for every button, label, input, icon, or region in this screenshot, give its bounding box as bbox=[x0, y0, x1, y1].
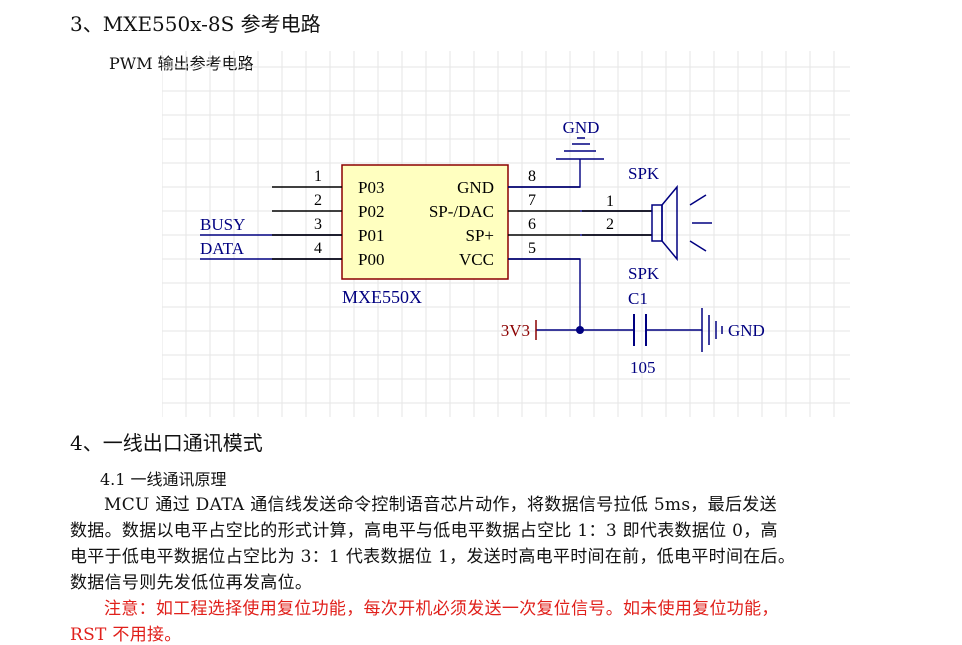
net-label-data: DATA bbox=[200, 239, 245, 258]
pin-label: P01 bbox=[358, 226, 384, 245]
capacitor-name: C1 bbox=[628, 289, 648, 308]
gnd-top-label: GND bbox=[563, 118, 600, 137]
speaker-bottom-label: SPK bbox=[628, 264, 660, 283]
gnd-top-symbol: GND bbox=[508, 118, 604, 188]
note-line-2: RST 不用接。 bbox=[70, 625, 182, 645]
left-pin-1: 1 P03 bbox=[272, 168, 384, 197]
chip-name: MXE550X bbox=[342, 287, 422, 307]
pin-number: 6 bbox=[528, 216, 536, 233]
section-4-title: 4、一线出口通讯模式 bbox=[70, 431, 263, 455]
left-pin-4: 4 P00 DATA bbox=[200, 239, 384, 269]
pin-number: 2 bbox=[314, 192, 322, 209]
gnd-right-label: GND bbox=[728, 321, 765, 340]
section-4-subtitle: 4.1 一线通讯原理 bbox=[100, 470, 227, 489]
pin-number: 3 bbox=[314, 216, 322, 233]
pin-label: P00 bbox=[358, 250, 384, 269]
paragraph-line-2: 数据。数据以电平占空比的形式计算，高电平与低电平数据占空比 1：3 即代表数据位… bbox=[70, 521, 778, 541]
paragraph-line-4: 数据信号则先发低位再发高位。 bbox=[70, 573, 313, 593]
pin-number: 4 bbox=[314, 240, 322, 257]
pwm-reference-schematic: MXE550X 1 P03 2 P02 3 P01 BUSY 4 P00 DAT… bbox=[162, 51, 850, 417]
pin-label: P02 bbox=[358, 202, 384, 221]
right-pin-6: 6 SP+ bbox=[466, 216, 580, 245]
chip-body bbox=[341, 164, 509, 280]
section-3-subtitle: PWM 输出参考电路 bbox=[109, 54, 254, 73]
left-pin-3: 3 P01 BUSY bbox=[200, 215, 384, 245]
capacitor-value: 105 bbox=[630, 358, 656, 377]
pin-label: SP-/DAC bbox=[429, 202, 494, 221]
pin-number: 7 bbox=[528, 192, 536, 209]
section-3-title: 3、MXE550x-8S 参考电路 bbox=[70, 12, 321, 36]
left-pin-2: 2 P02 bbox=[272, 192, 384, 221]
pin-number: 5 bbox=[528, 240, 536, 257]
power-3v3-label: 3V3 bbox=[501, 321, 530, 340]
net-label-busy: BUSY bbox=[200, 215, 245, 234]
right-pin-7: 7 SP-/DAC bbox=[429, 192, 580, 221]
pin-number: 8 bbox=[528, 168, 536, 185]
pin-number: 1 bbox=[314, 168, 322, 185]
speaker-top-label: SPK bbox=[628, 164, 660, 183]
pin-label: SP+ bbox=[466, 226, 495, 245]
speaker-symbol: 1 2 SPK SPK bbox=[582, 164, 712, 283]
paragraph-line-1: MCU 通过 DATA 通信线发送命令控制语音芯片动作，将数据信号拉低 5ms，… bbox=[104, 495, 777, 515]
gnd-right-symbol: GND bbox=[701, 308, 765, 352]
speaker-pin-1: 1 bbox=[606, 193, 614, 210]
pin-label: P03 bbox=[358, 178, 384, 197]
note-line-1: 注意：如工程选择使用复位功能，每次开机必须发送一次复位信号。如未使用复位功能， bbox=[104, 599, 779, 619]
pin-label: GND bbox=[457, 178, 494, 197]
junction-dot bbox=[576, 326, 584, 334]
wire-vcc bbox=[508, 258, 581, 330]
power-3v3: 3V3 bbox=[501, 320, 537, 340]
pin-label: VCC bbox=[459, 250, 494, 269]
speaker-pin-2: 2 bbox=[606, 216, 614, 233]
paragraph-line-3: 电平于低电平数据位占空比为 3：1 代表数据位 1，发送时高电平时间在前，低电平… bbox=[70, 547, 796, 567]
